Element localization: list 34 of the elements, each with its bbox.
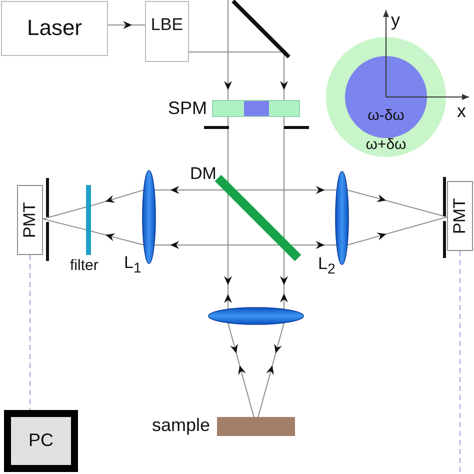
- component-label: sample: [152, 416, 210, 436]
- light-ray: [154, 241, 280, 249]
- light-ray: [280, 52, 288, 100]
- computer-box: PC: [4, 410, 78, 472]
- light-ray: [280, 250, 288, 310]
- axis-label: y: [391, 11, 400, 31]
- component-label: SPM: [168, 99, 208, 119]
- light-ray: [42, 218, 86, 230]
- dashed-line: [459, 251, 461, 474]
- beam-expander: LBE: [145, 1, 189, 62]
- light-ray: [90, 230, 144, 246]
- laser-unit: Laser: [1, 1, 108, 56]
- frequency-label: ω-δω: [368, 108, 404, 124]
- light-ray: [346, 216, 448, 246]
- axis-label: x: [457, 102, 466, 122]
- light-ray: [154, 186, 224, 194]
- light-ray: [346, 190, 448, 218]
- light-ray: [224, 194, 232, 310]
- light-ray: [42, 206, 86, 220]
- component-label: filter: [70, 258, 98, 274]
- light-ray: [258, 322, 284, 418]
- arrow: [108, 21, 146, 29]
- light-ray: [236, 186, 338, 194]
- light-ray: [228, 322, 254, 418]
- light-ray: [224, 0, 232, 100]
- component-label: L$_{2}$: [318, 255, 336, 278]
- light-ray: [290, 241, 338, 249]
- component-label: L$_{1}$: [124, 254, 142, 277]
- detector-box: PMT: [17, 185, 43, 255]
- light-ray: [90, 190, 144, 206]
- detector-box: PMT: [447, 181, 473, 251]
- dashed-line: [29, 255, 31, 410]
- component-label: DM: [190, 165, 216, 184]
- frequency-label: ω+δω: [366, 137, 406, 154]
